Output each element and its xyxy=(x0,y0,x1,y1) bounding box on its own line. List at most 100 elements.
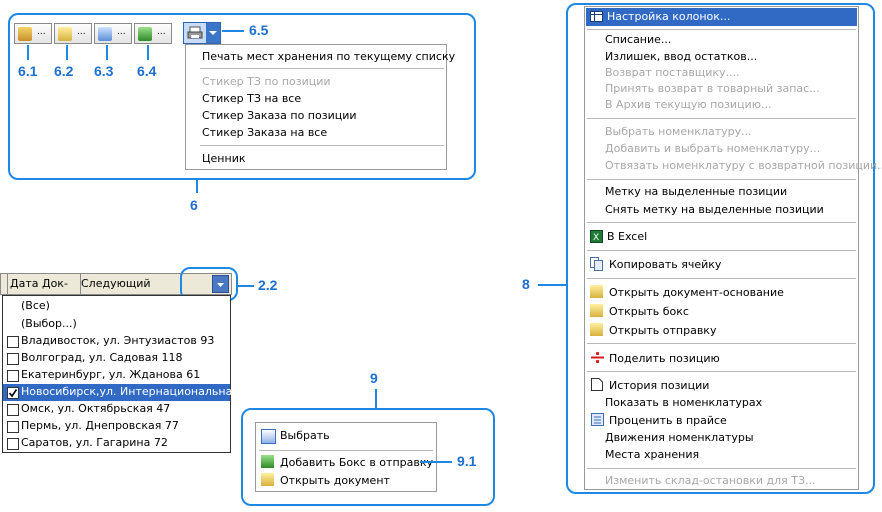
callout-9-1-connector xyxy=(420,461,452,463)
filter-checkbox[interactable] xyxy=(7,404,19,416)
menu-separator xyxy=(259,450,433,451)
toolbar-button-6-3[interactable]: ... xyxy=(94,23,132,44)
filter-item[interactable]: Владивосток, ул. Энтузиастов 93 xyxy=(21,334,215,347)
filter-item[interactable]: Екатеринбург, ул. Жданова 61 xyxy=(21,368,201,381)
callout-6-5-label: 6.5 xyxy=(249,22,269,38)
menu-item-sticker-order-position[interactable]: Стикер Заказа по позиции xyxy=(202,109,357,122)
menu-separator xyxy=(587,343,856,344)
menu-item-add-box-to-shipment[interactable]: Добавить Бокс в отправку xyxy=(280,456,434,469)
button-dots: ... xyxy=(117,27,126,37)
toolbar-button-6-4[interactable]: ... xyxy=(134,23,172,44)
menu-separator xyxy=(587,29,856,30)
history-icon xyxy=(591,378,603,391)
menu-separator xyxy=(587,278,856,279)
column-settings-icon xyxy=(590,11,603,22)
menu-item-select[interactable]: Выбрать xyxy=(280,429,330,442)
filter-item-selected-row[interactable] xyxy=(3,384,230,401)
menu-item-position-history[interactable]: История позиции xyxy=(609,379,710,392)
menu-separator xyxy=(587,222,856,223)
callout-6-2-connector xyxy=(66,45,68,60)
menu-item-open-box[interactable]: Открыть бокс xyxy=(609,305,689,318)
filter-checkbox[interactable] xyxy=(7,438,19,450)
menu-item-open-base-document[interactable]: Открыть документ-основание xyxy=(609,286,784,299)
menu-item-show-in-nomenclature[interactable]: Показать в номенклатурах xyxy=(605,396,763,409)
menu-item-change-stop-warehouse[interactable]: Изменить склад-остановки для ТЗ... xyxy=(605,474,816,487)
menu-item-split-position[interactable]: Поделить позицию xyxy=(609,352,720,365)
callout-9-frame xyxy=(241,408,495,506)
menu-item-sticker-order-all[interactable]: Стикер Заказа на все xyxy=(202,126,328,139)
callout-8-connector xyxy=(538,284,566,286)
menu-item-column-settings[interactable]: Настройка колонок... xyxy=(607,10,731,23)
filter-checkbox[interactable] xyxy=(7,353,19,365)
filter-item-custom[interactable]: (Выбор...) xyxy=(21,317,77,330)
callout-2-2-connector xyxy=(238,285,254,287)
open-folder-icon xyxy=(590,323,603,336)
menu-item-print-storage[interactable]: Печать мест хранения по текущему списку xyxy=(202,50,456,63)
callout-6-label: 6 xyxy=(190,197,198,213)
button-dots: ... xyxy=(77,27,86,37)
menu-item-to-excel[interactable]: В Excel xyxy=(607,230,648,243)
menu-item-open-shipment[interactable]: Открыть отправку xyxy=(609,324,717,337)
menu-item-copy-cell[interactable]: Копировать ячейку xyxy=(609,258,722,271)
filter-checkbox[interactable] xyxy=(7,336,19,348)
filter-item[interactable]: Омск, ул. Октябрьская 47 xyxy=(21,402,171,415)
filter-item[interactable]: Саратов, ул. Гагарина 72 xyxy=(21,436,168,449)
menu-item-storage-places[interactable]: Места хранения xyxy=(605,448,700,461)
open-folder-icon xyxy=(58,27,72,41)
menu-item-mark-selected[interactable]: Метку на выделенные позиции xyxy=(605,185,788,198)
toolbar-button-6-1[interactable]: ... xyxy=(14,23,52,44)
filter-item[interactable]: Волгоград, ул. Садовая 118 xyxy=(21,351,183,364)
menu-item-add-select-nomenclature[interactable]: Добавить и выбрать номенклатуру... xyxy=(605,142,821,155)
filter-item-selected[interactable]: Новосибирск,ул. Интернациональная 87 xyxy=(21,385,257,398)
callout-6-2-label: 6.2 xyxy=(54,63,74,79)
chevron-down-icon[interactable] xyxy=(206,23,220,43)
toolbar-button-6-2[interactable]: ... xyxy=(54,23,92,44)
callout-6-frame xyxy=(8,13,476,180)
filter-list: (Все) (Выбор...) Владивосток, ул. Энтузи… xyxy=(2,295,256,453)
print-dropdown-menu: Печать мест хранения по текущему списку … xyxy=(185,44,456,170)
callout-6-3-label: 6.3 xyxy=(94,63,114,79)
filter-item-all[interactable]: (Все) xyxy=(21,299,50,312)
column-header-date[interactable]: Дата Док-та xyxy=(7,274,81,310)
filter-checkbox-checked[interactable] xyxy=(7,387,19,399)
chevron-down-icon xyxy=(217,283,224,287)
menu-item-surplus[interactable]: Излишек, ввод остатков... xyxy=(605,50,758,63)
menu-item-price-in-list[interactable]: Проценить в прайсе xyxy=(609,414,727,427)
add-box-icon xyxy=(261,455,274,468)
menu-separator xyxy=(587,371,856,372)
callout-2-2-label: 2.2 xyxy=(258,277,278,293)
menu-item-unlink-nomenclature[interactable]: Отвязать номенклатуру с возвратной позиц… xyxy=(605,159,882,172)
filter-item[interactable]: Пермь, ул. Днепровская 77 xyxy=(21,419,179,432)
callout-6-1-connector xyxy=(27,45,29,60)
filter-checkbox[interactable] xyxy=(7,421,19,433)
callout-6-4-label: 6.4 xyxy=(137,63,157,79)
open-folder-icon xyxy=(590,285,603,298)
menu-item-accept-return[interactable]: Принять возврат в товарный запас... xyxy=(605,82,820,95)
callout-8-frame xyxy=(566,3,875,494)
menu-item-price-tag[interactable]: Ценник xyxy=(202,152,246,165)
menu-item-select-nomenclature[interactable]: Выбрать номенклатуру... xyxy=(605,125,752,138)
menu-item-unmark-selected[interactable]: Снять метку на выделенные позиции xyxy=(605,203,824,216)
button-dots: ... xyxy=(37,27,46,37)
copy-icon xyxy=(590,257,603,271)
transfer-icon xyxy=(98,27,112,41)
filter-checkbox[interactable] xyxy=(7,370,19,382)
price-list-icon xyxy=(591,413,604,426)
callout-6-connector xyxy=(196,180,198,193)
menu-item-write-off[interactable]: Списание... xyxy=(605,33,672,46)
menu-separator xyxy=(587,468,856,469)
menu-item-nomenclature-movements[interactable]: Движения номенклатуры xyxy=(605,431,754,444)
callout-9-1-label: 9.1 xyxy=(457,453,477,469)
menu-item-open-document[interactable]: Открыть документ xyxy=(280,474,390,487)
callout-6-4-connector xyxy=(147,45,149,60)
grid-context-menu: Настройка колонок... Списание... Излишек… xyxy=(584,6,882,490)
filter-dropdown-button[interactable] xyxy=(212,275,229,293)
menu-item-return-to-supplier[interactable]: Возврат поставщику.... xyxy=(605,66,740,79)
menu-item-sticker-tz-position[interactable]: Стикер ТЗ по позиции xyxy=(202,75,331,88)
menu-item-archive-position[interactable]: В Архив текущую позицию... xyxy=(605,98,772,111)
print-split-button[interactable] xyxy=(183,22,221,44)
hand-tool-icon xyxy=(18,27,32,41)
column-header-next-warehouse[interactable]: Следующий склад xyxy=(81,277,151,310)
excel-icon: X xyxy=(590,230,603,243)
menu-item-sticker-tz-all[interactable]: Стикер ТЗ на все xyxy=(202,92,302,105)
